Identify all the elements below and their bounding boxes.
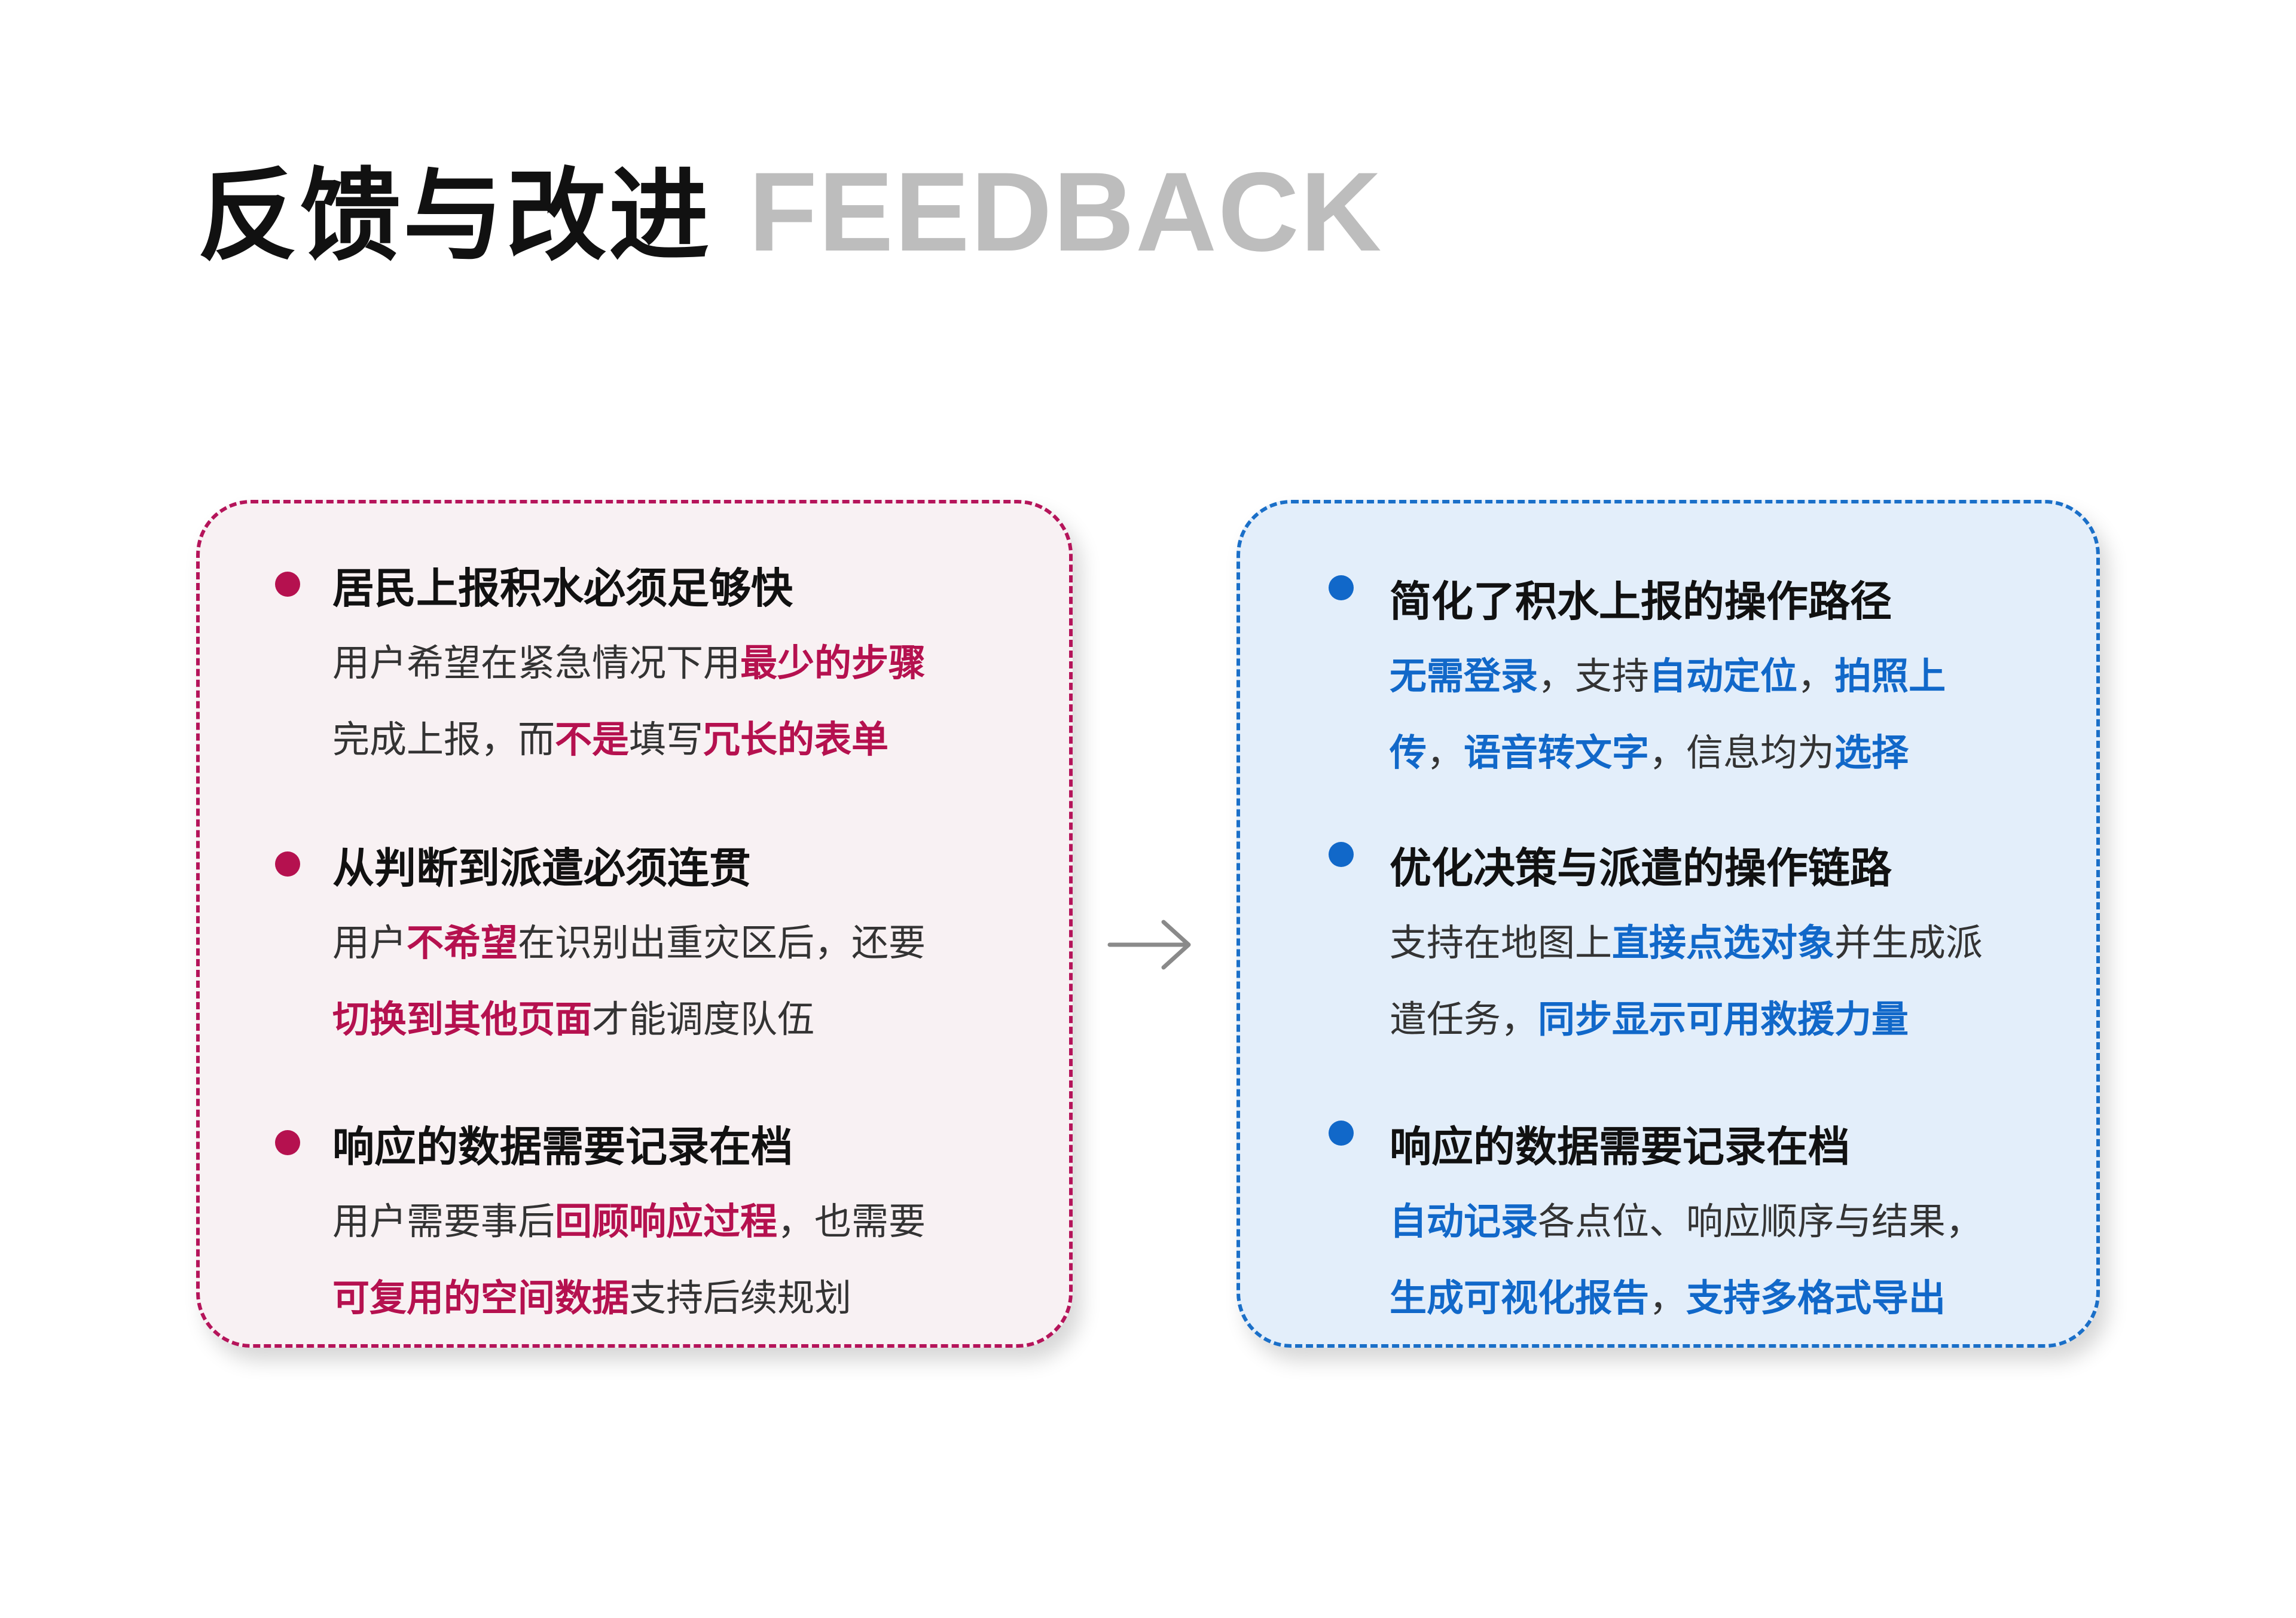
plain-text: 在识别出重灾区后，还要 bbox=[518, 921, 926, 964]
highlight-text: 同步显示可用救援力量 bbox=[1538, 997, 1909, 1041]
section-description-line: 切换到其他页面才能调度队伍 bbox=[332, 989, 814, 1043]
solution-card: 简化了积水上报的操作路径无需登录，支持自动定位，拍照上传，语音转文字，信息均为选… bbox=[1236, 500, 2100, 1348]
title-english: FEEDBACK bbox=[749, 149, 1383, 274]
highlight-text: 切换到其他页面 bbox=[332, 997, 593, 1041]
plain-text: ， bbox=[1427, 731, 1464, 774]
title-chinese: 反馈与改进 bbox=[197, 157, 712, 274]
arrow-right-icon bbox=[1107, 920, 1191, 970]
highlight-text: 自动定位 bbox=[1649, 654, 1798, 698]
bullet-dot-icon bbox=[1329, 842, 1354, 867]
highlight-text: 自动记录 bbox=[1390, 1199, 1538, 1243]
section-description-line: 支持在地图上直接点选对象并生成派 bbox=[1390, 912, 1983, 966]
highlight-text: 拍照上 bbox=[1834, 654, 1946, 698]
plain-text: 完成上报，而 bbox=[332, 718, 555, 761]
section-description-line: 用户不希望在识别出重灾区后，还要 bbox=[332, 912, 926, 966]
plain-text: ，信息均为 bbox=[1649, 731, 1835, 774]
section-description-line: 遣任务，同步显示可用救援力量 bbox=[1390, 989, 1909, 1043]
section-description-line: 用户希望在紧急情况下用最少的步骤 bbox=[332, 633, 926, 686]
page-title: 反馈与改进 FEEDBACK bbox=[197, 135, 1382, 280]
plain-text: ，也需要 bbox=[777, 1199, 926, 1243]
section-description-line: 生成可视化报告，支持多格式导出 bbox=[1390, 1268, 1946, 1321]
plain-text: ， bbox=[1649, 1276, 1687, 1320]
section-description-line: 用户需要事后回顾响应过程，也需要 bbox=[332, 1191, 926, 1245]
plain-text: ， bbox=[1797, 654, 1835, 698]
highlight-text: 不希望 bbox=[407, 921, 518, 964]
section-heading: 优化决策与派遣的操作链路 bbox=[1390, 844, 1892, 893]
section-description-line: 无需登录，支持自动定位，拍照上 bbox=[1390, 646, 1946, 700]
section-description-line: 完成上报，而不是填写冗长的表单 bbox=[332, 709, 889, 763]
section-heading: 响应的数据需要记录在档 bbox=[332, 1122, 793, 1171]
plain-text: 用户希望在紧急情况下用 bbox=[332, 641, 741, 685]
highlight-text: 选择 bbox=[1834, 731, 1909, 774]
plain-text: 支持在地图上 bbox=[1390, 921, 1613, 964]
plain-text: 各点位、响应顺序与结果， bbox=[1538, 1199, 1983, 1243]
bullet-dot-icon bbox=[1329, 1121, 1354, 1146]
highlight-text: 最少的步骤 bbox=[740, 641, 926, 685]
plain-text: 用户需要事后 bbox=[332, 1199, 555, 1243]
bullet-dot-icon bbox=[275, 1130, 300, 1155]
plain-text: 填写 bbox=[629, 718, 704, 761]
highlight-text: 语音转文字 bbox=[1464, 731, 1650, 774]
plain-text: 用户 bbox=[332, 921, 407, 964]
plain-text: 并生成派 bbox=[1834, 921, 1983, 964]
section-heading: 居民上报积水必须足够快 bbox=[332, 564, 793, 613]
plain-text: 支持后续规划 bbox=[629, 1276, 852, 1320]
highlight-text: 无需登录 bbox=[1390, 654, 1538, 698]
highlight-text: 生成可视化报告 bbox=[1390, 1276, 1650, 1320]
section-description-line: 传，语音转文字，信息均为选择 bbox=[1390, 722, 1909, 776]
highlight-text: 冗长的表单 bbox=[703, 718, 889, 761]
highlight-text: 传 bbox=[1390, 731, 1427, 774]
highlight-text: 不是 bbox=[555, 718, 630, 761]
highlight-text: 回顾响应过程 bbox=[555, 1199, 778, 1243]
highlight-text: 支持多格式导出 bbox=[1686, 1276, 1946, 1320]
section-description-line: 可复用的空间数据支持后续规划 bbox=[332, 1268, 851, 1321]
section-heading: 从判断到派遣必须连贯 bbox=[332, 844, 751, 893]
bullet-dot-icon bbox=[275, 851, 300, 877]
highlight-text: 可复用的空间数据 bbox=[332, 1276, 630, 1320]
highlight-text: 直接点选对象 bbox=[1612, 921, 1835, 964]
section-heading: 简化了积水上报的操作路径 bbox=[1390, 577, 1892, 626]
plain-text: 才能调度队伍 bbox=[592, 997, 815, 1041]
plain-text: ，支持 bbox=[1538, 654, 1650, 698]
bullet-dot-icon bbox=[275, 572, 300, 597]
section-description-line: 自动记录各点位、响应顺序与结果， bbox=[1390, 1191, 1983, 1245]
section-heading: 响应的数据需要记录在档 bbox=[1390, 1122, 1850, 1171]
bullet-dot-icon bbox=[1329, 575, 1354, 600]
plain-text: 遣任务， bbox=[1390, 997, 1538, 1041]
problem-card: 居民上报积水必须足够快用户希望在紧急情况下用最少的步骤完成上报，而不是填写冗长的… bbox=[196, 500, 1073, 1348]
